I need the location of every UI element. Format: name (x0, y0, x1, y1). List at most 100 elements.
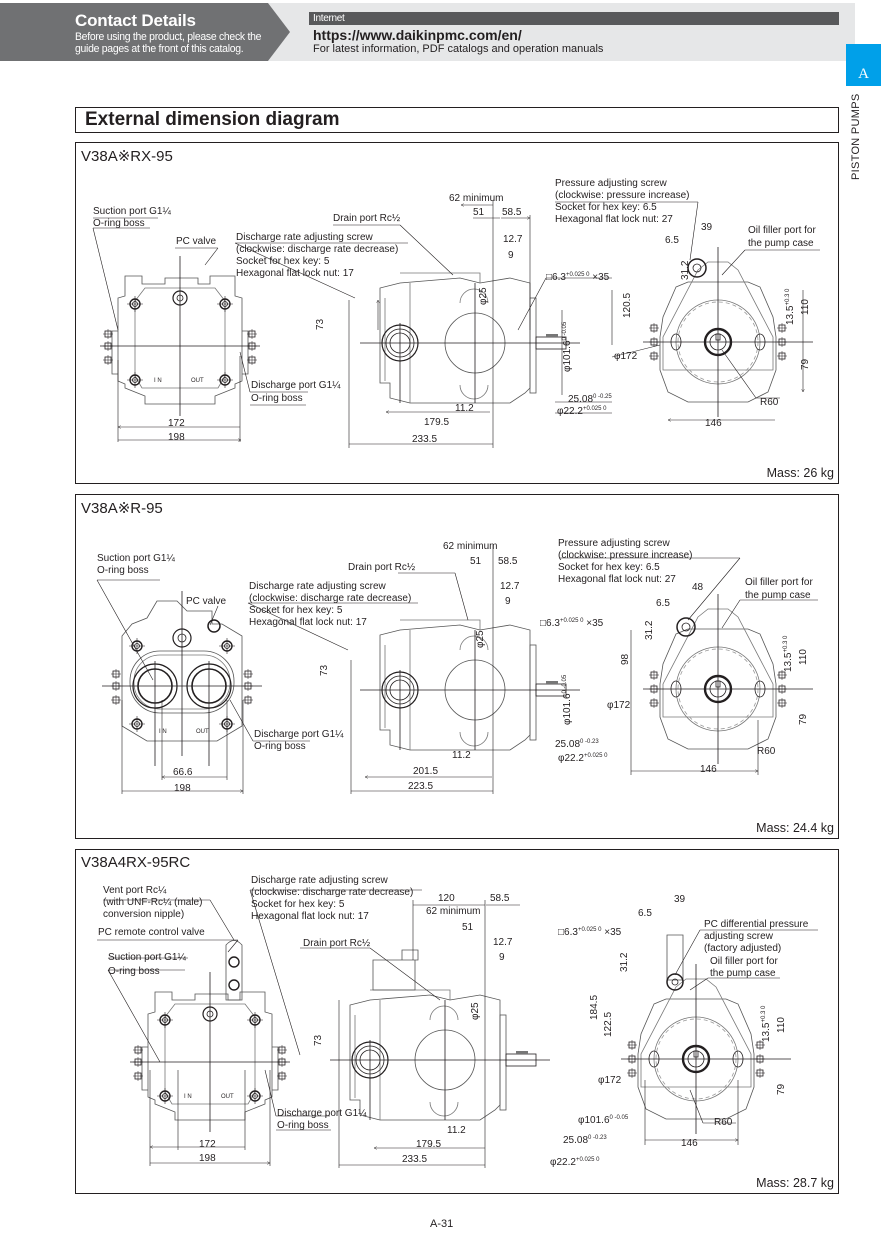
page-number: A-31 (430, 1218, 454, 1230)
suction-port-label: Suction port G1¼ (97, 553, 175, 564)
panel-mass: Mass: 24.4 kg (756, 821, 834, 835)
out-marking: OUT (221, 1094, 234, 1100)
suction-port-sublabel: O-ring boss (97, 565, 149, 576)
front-view-2 (102, 591, 262, 766)
dim-9: 9 (508, 250, 514, 261)
dim-phi22-2: φ22.2+0.025 0 (558, 751, 607, 764)
pressure-lock-nut: Hexagonal flat lock nut: 27 (555, 214, 673, 225)
pressure-screw-note: (clockwise: pressure increase) (558, 550, 693, 561)
pilot-diameter: φ101.6 (578, 1115, 610, 1126)
key-size: □6.3 (540, 618, 560, 629)
discharge-port-sublabel: O-ring boss (254, 741, 306, 752)
side-view-3 (329, 949, 551, 1121)
suction-port-sublabel: O-ring boss (108, 966, 160, 977)
dim-r60: R60 (760, 397, 779, 408)
drain-port-label: Drain port Rc½ (303, 938, 371, 949)
dim-13-5: 13.5+0.3 0 (761, 1006, 772, 1042)
drain-port-label: Drain port Rc½ (333, 213, 401, 224)
dim-31-2: 31.2 (644, 620, 655, 640)
vent-port-note-1: (with UNF-Rc¼ (male) (103, 897, 203, 908)
discharge-rate-hex-key: Socket for hex key: 5 (251, 899, 345, 910)
dim-phi25: φ25 (475, 630, 486, 648)
discharge-port-label: Discharge port G1¼ (251, 380, 341, 391)
discharge-rate-screw-note: (clockwise: discharge rate decrease) (249, 593, 412, 604)
dim-phi22-2: φ22.2+0.025 0 (550, 1155, 599, 1168)
dim-146: 146 (700, 764, 717, 775)
in-marking: I N (159, 729, 167, 735)
dim-12-7: 12.7 (503, 234, 523, 245)
pressure-hex-key: Socket for hex key: 6.5 (555, 202, 657, 213)
pressure-hex-key: Socket for hex key: 6.5 (558, 562, 660, 573)
suction-port-sublabel: O-ring boss (93, 218, 145, 229)
vent-port-note-2: conversion nipple) (103, 909, 185, 920)
key-tolerance: +0.025 0 (577, 927, 602, 933)
in-marking: I N (184, 1094, 192, 1100)
dim-phi25: φ25 (470, 1002, 481, 1020)
rear-view-3 (621, 934, 791, 1134)
pilot-tolerance: 0 -0.05 (562, 321, 568, 341)
contact-subtitle-line1: Before using the product, please check t… (75, 31, 262, 43)
website-link[interactable]: https://www.daikinpmc.com/en/ (313, 27, 522, 43)
dim-146: 146 (681, 1138, 698, 1149)
dim-122-5: 122.5 (603, 1011, 614, 1037)
discharge-rate-screw-note: (clockwise: discharge rate decrease) (236, 244, 399, 255)
dim-31-2: 31.2 (680, 260, 691, 280)
dim-51: 51 (473, 207, 485, 218)
pilot-tolerance: 0 -0.05 (609, 1115, 629, 1121)
internet-label-bar (309, 12, 839, 25)
dim-62-minimum: 62 minimum (426, 906, 481, 917)
section-title-box: External dimension diagram (75, 107, 839, 133)
dim-6-5: 6.5 (638, 908, 652, 919)
pc-diff-pressure-label: PC differential pressure (704, 919, 809, 930)
contact-details-banner (0, 3, 290, 61)
dim-r60: R60 (757, 746, 776, 757)
dim-98: 98 (620, 653, 631, 665)
dim-110: 110 (800, 299, 811, 315)
dim-198: 198 (168, 432, 185, 443)
dim-184-5: 184.5 (589, 994, 600, 1020)
dim-phi172: φ172 (614, 351, 638, 362)
discharge-rate-screw-note: (clockwise: discharge rate decrease) (251, 887, 414, 898)
offset-value: 13.5 (783, 652, 794, 672)
dim-120: 120 (438, 893, 455, 904)
dim-58-5: 58.5 (498, 556, 518, 567)
dim-phi101-6: φ101.60 -0.05 (562, 322, 573, 372)
dim-62-minimum: 62 minimum (449, 193, 504, 204)
out-marking: OUT (191, 378, 204, 384)
dim-11-2: 11.2 (455, 403, 474, 414)
shaft-tolerance: +0.025 0 (582, 406, 607, 412)
key-height: 25.08 (563, 1135, 589, 1146)
panel-model-name: V38A4RX-95RC (81, 854, 191, 871)
dimension-lines-3 (97, 889, 818, 1168)
contact-subtitle-line2: guide pages at the front of this catalog… (75, 43, 244, 55)
key-height-tolerance: 0 -0.23 (588, 1135, 607, 1141)
offset-tolerance: +0.3 0 (761, 1005, 767, 1023)
dim-phi172: φ172 (598, 1075, 622, 1086)
discharge-port-label: Discharge port G1¼ (277, 1108, 367, 1119)
dim-11-2: 11.2 (452, 750, 471, 761)
key-height: 25.08 (568, 394, 594, 405)
offset-value: 13.5 (785, 305, 796, 325)
dim-12-7: 12.7 (500, 581, 520, 592)
panel-mass: Mass: 28.7 kg (756, 1176, 834, 1190)
dim-110: 110 (798, 649, 809, 665)
oil-filler-sublabel: the pump case (748, 238, 814, 249)
discharge-port-label: Discharge port G1¼ (254, 729, 344, 740)
dim-201-5: 201.5 (413, 766, 439, 777)
rear-view-2 (643, 594, 813, 764)
dim-73: 73 (315, 318, 326, 330)
dim-13-5: 13.5+0.3 0 (783, 636, 794, 672)
shaft-diameter: φ22.2 (558, 753, 584, 764)
suction-port-label: Suction port G1¼ (93, 206, 171, 217)
dim-25-08: 25.080 -0.25 (568, 392, 612, 405)
dim-51: 51 (462, 922, 474, 933)
dim-179-5: 179.5 (424, 417, 450, 428)
dim-73: 73 (313, 1034, 324, 1046)
contact-title: Contact Details (75, 11, 196, 30)
discharge-rate-lock-nut: Hexagonal flat lock nut: 17 (236, 268, 354, 279)
dim-172: 172 (168, 418, 185, 429)
in-marking: I N (154, 378, 162, 384)
dim-172: 172 (199, 1139, 216, 1150)
pc-diff-pressure-note: (factory adjusted) (704, 943, 782, 954)
